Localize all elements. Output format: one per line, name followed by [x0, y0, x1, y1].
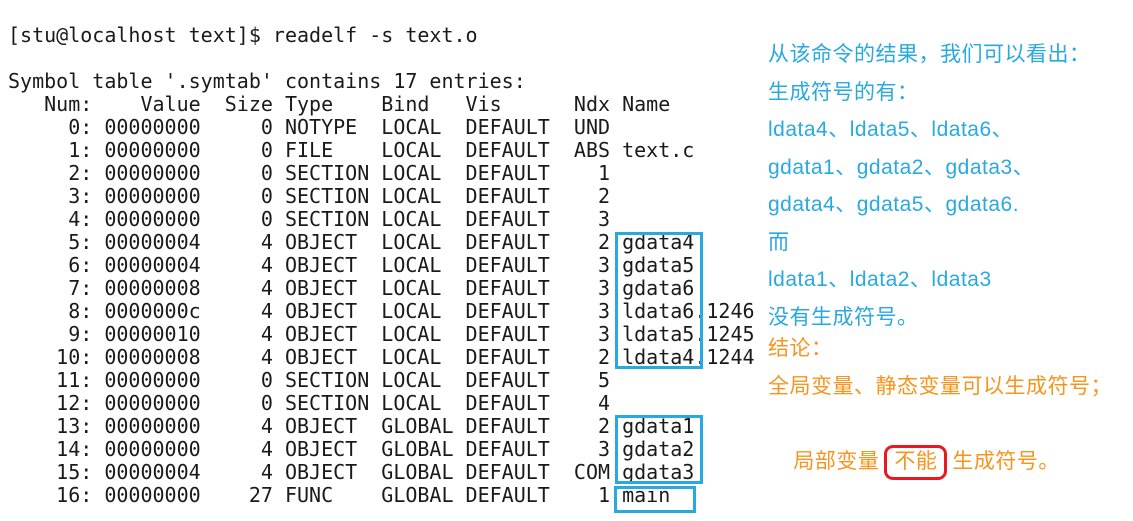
symtab-row: 10: 00000008 4 OBJECT LOCAL DEFAULT 2 ld…: [8, 345, 755, 369]
symtab-row: 7: 00000008 4 OBJECT LOCAL DEFAULT 3 gda…: [8, 276, 695, 300]
annotation-blue-block: 从该命令的结果，我们可以看出： 生成符号的有： ldata4、ldata5、ld…: [768, 36, 1091, 336]
symtab-row: 12: 00000000 0 SECTION LOCAL DEFAULT 4: [8, 391, 623, 415]
note-line: 而: [768, 230, 790, 254]
symtab-row: 6: 00000004 4 OBJECT LOCAL DEFAULT 3 gda…: [8, 253, 695, 277]
note-line: ldata4、ldata5、ldata6、: [768, 118, 1014, 141]
annotation-conclusion-block: 结论： 全局变量、静态变量可以生成符号； 局部变量不能生成符号。: [768, 330, 1112, 480]
conclusion-line-1: 全局变量、静态变量可以生成符号；: [768, 374, 1112, 398]
symtab-summary-line: Symbol table '.symtab' contains 17 entri…: [8, 69, 526, 93]
symtab-row: 13: 00000000 4 OBJECT GLOBAL DEFAULT 2 g…: [8, 414, 695, 438]
symtab-row: 8: 0000000c 4 OBJECT LOCAL DEFAULT 3 lda…: [8, 299, 755, 323]
symtab-row: 4: 00000000 0 SECTION LOCAL DEFAULT 3: [8, 207, 623, 231]
symtab-row: 3: 00000000 0 SECTION LOCAL DEFAULT 2: [8, 184, 623, 208]
note-line: 从该命令的结果，我们可以看出：: [768, 43, 1091, 66]
note-line: gdata4、gdata5、gdata6.: [768, 193, 1020, 216]
symtab-row: 2: 00000000 0 SECTION LOCAL DEFAULT 1: [8, 161, 623, 185]
conclusion-heading: 结论：: [768, 337, 833, 360]
note-line: gdata1、gdata2、gdata3、: [768, 155, 1035, 179]
symtab-row: 0: 00000000 0 NOTYPE LOCAL DEFAULT UND: [8, 115, 623, 139]
symtab-row: 14: 00000000 4 OBJECT GLOBAL DEFAULT 3 g…: [8, 437, 695, 461]
note-line: ldata1、ldata2、ldata3: [768, 268, 992, 291]
conclusion-line-2: 局部变量不能生成符号。: [768, 405, 1112, 480]
symtab-row: 5: 00000004 4 OBJECT LOCAL DEFAULT 2 gda…: [8, 230, 695, 254]
symtab-row: 11: 00000000 0 SECTION LOCAL DEFAULT 5: [8, 368, 623, 392]
symtab-row: 16: 00000000 27 FUNC GLOBAL DEFAULT 1 ma…: [8, 483, 671, 507]
shell-prompt-line: [stu@localhost text]$ readelf -s text.o: [8, 23, 478, 47]
conclusion-line-2-before: 局部变量: [793, 449, 880, 473]
blank-line: [8, 47, 755, 70]
note-line: 没有生成符号。: [768, 305, 919, 329]
symtab-row: 1: 00000000 0 FILE LOCAL DEFAULT ABS tex…: [8, 138, 695, 162]
symtab-row: 9: 00000010 4 OBJECT LOCAL DEFAULT 3 lda…: [8, 322, 755, 346]
conclusion-line-2-after: 生成符号。: [952, 449, 1060, 473]
symtab-column-header: Num: Value Size Type Bind Vis Ndx Name: [8, 92, 671, 116]
terminal-output: [stu@localhost text]$ readelf -s text.o …: [8, 24, 755, 507]
symtab-row: 15: 00000004 4 OBJECT GLOBAL DEFAULT COM…: [8, 460, 695, 484]
note-line: 生成符号的有：: [768, 80, 919, 104]
symtab-rows: 0: 00000000 0 NOTYPE LOCAL DEFAULT UND 1…: [8, 115, 755, 507]
cannot-emphasis-box: 不能: [884, 444, 948, 480]
